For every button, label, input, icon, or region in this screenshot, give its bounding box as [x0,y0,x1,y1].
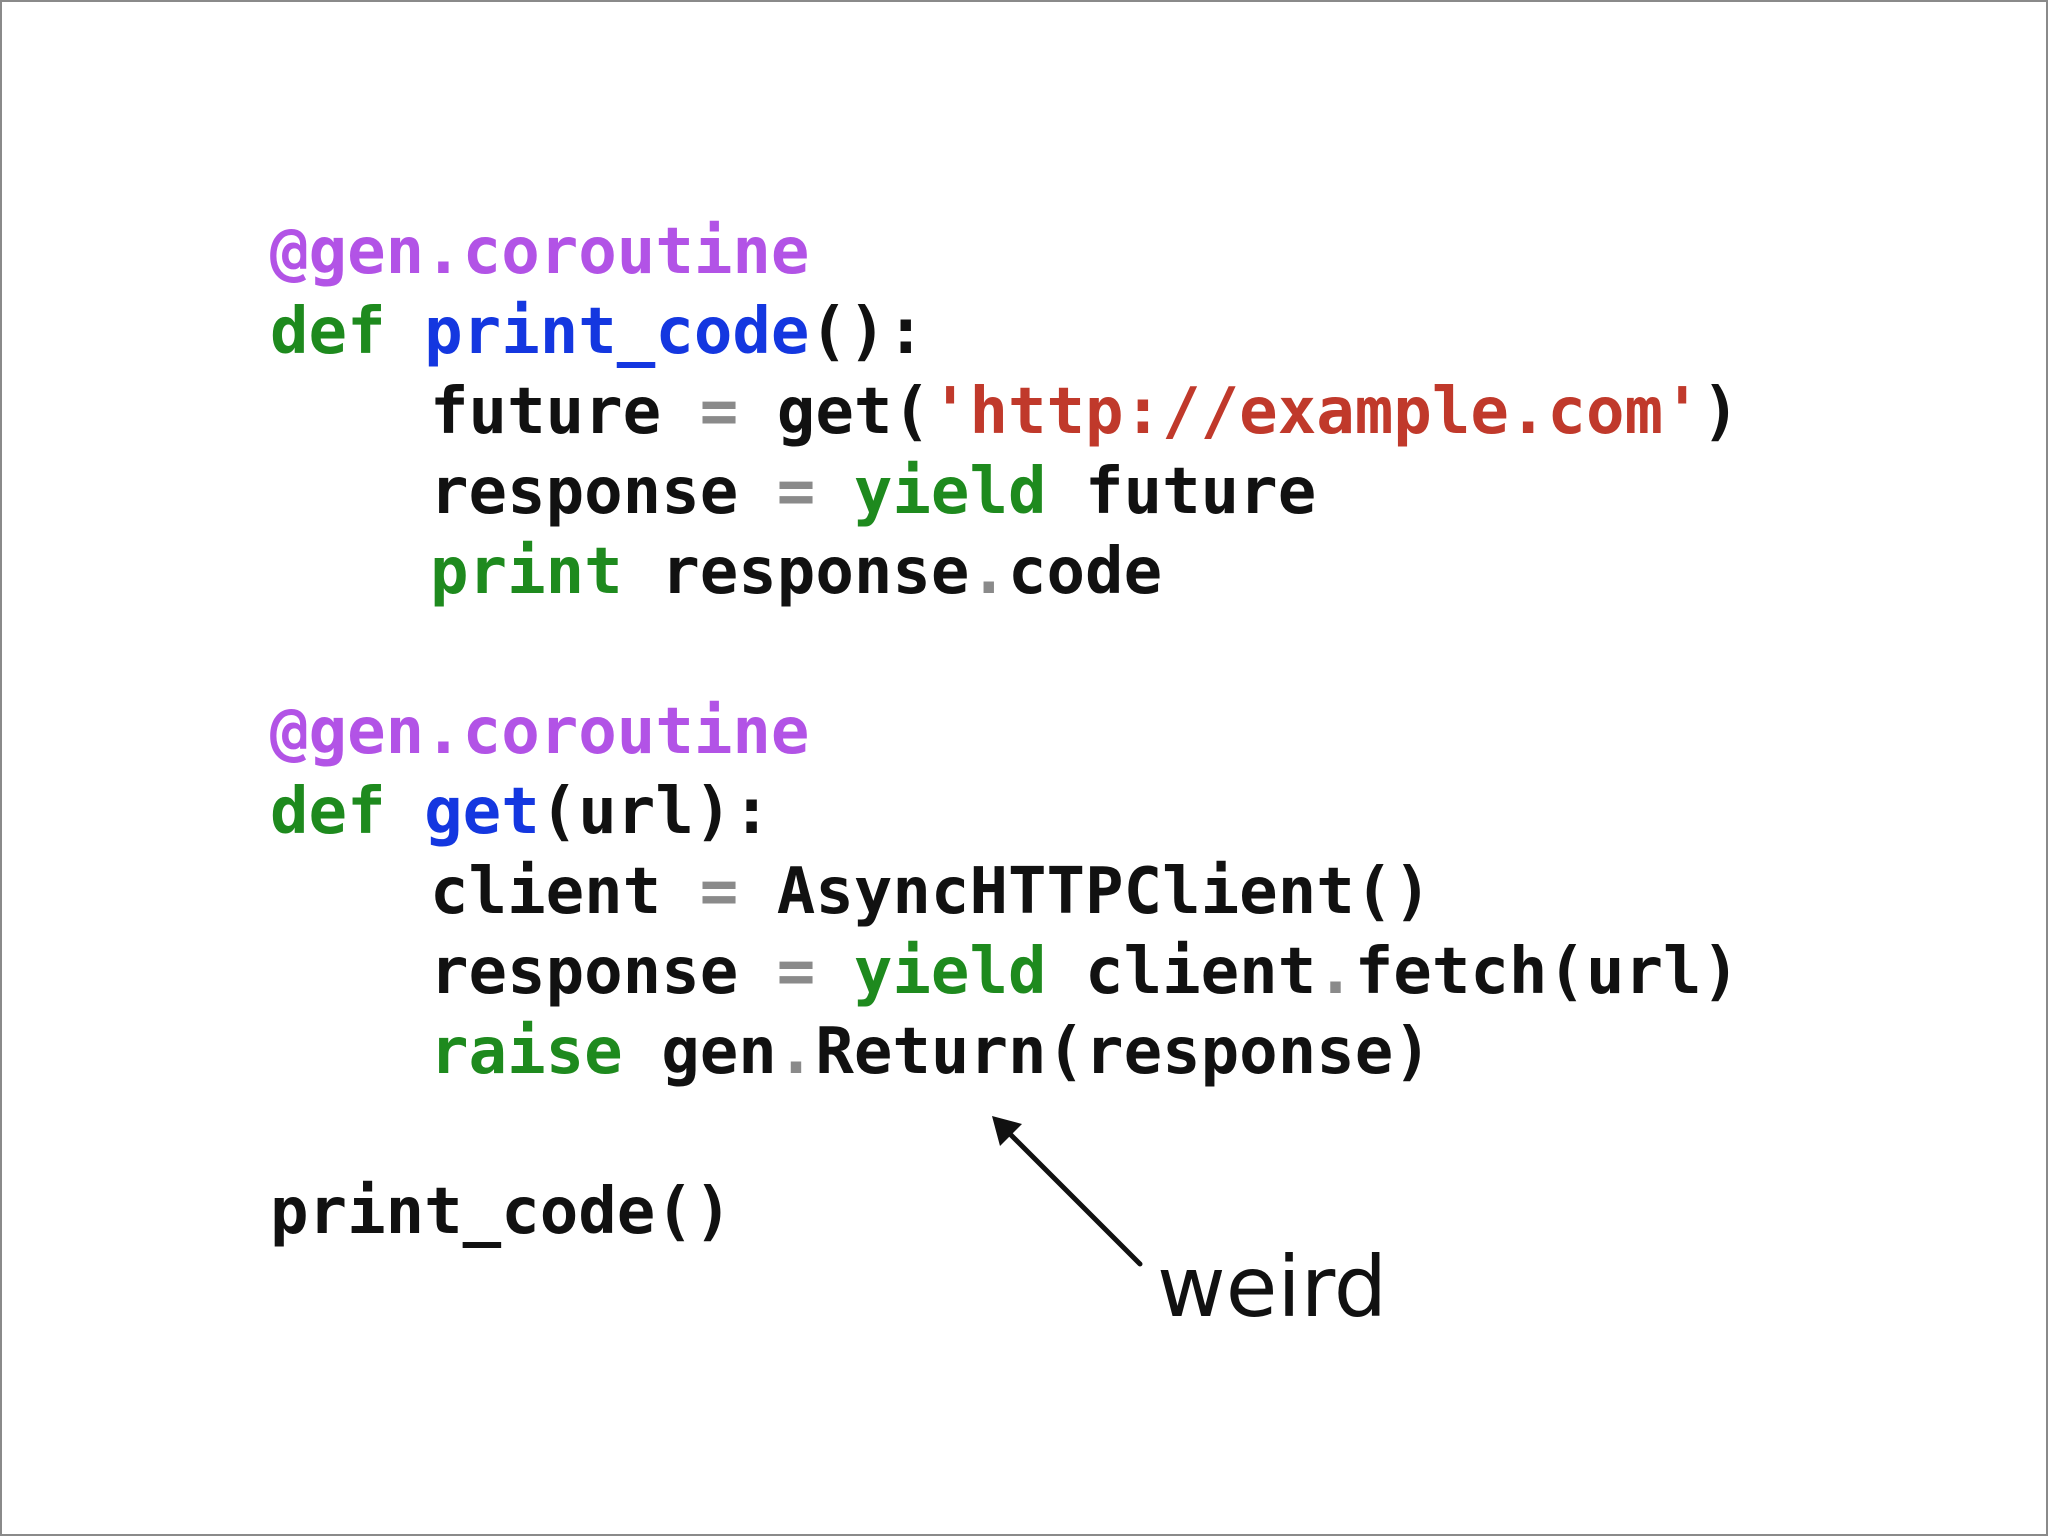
code-token-plain: Return(response) [815,1015,1432,1089]
code-line: print response.code [270,532,1740,612]
code-token-plain: future [430,375,700,449]
code-token-punct: = [776,455,816,529]
code-line: response = yield future [270,452,1740,532]
annotation-label: weird [1157,1238,1388,1336]
code-token-plain: get( [738,375,931,449]
code-token-plain: response [622,535,970,609]
code-token-plain: print_code() [270,1175,733,1249]
code-token-plain: response [430,455,777,529]
code-token-plain: gen [622,1015,777,1089]
code-token-keyword: yield [853,455,1047,529]
code-token-keyword: print [430,535,623,609]
blank-line [270,612,1740,692]
code-token-string: 'http://example.com' [930,375,1702,449]
code-token-funcname: print_code [424,295,810,369]
code-line: raise gen.Return(response) [270,1012,1740,1092]
code-line: def get(url): [270,772,1740,852]
code-token-punct: . [776,1015,816,1089]
code-line: client = AsyncHTTPClient() [270,852,1740,932]
code-line: future = get('http://example.com') [270,372,1740,452]
code-token-funcname: get [424,775,540,849]
code-token-plain: future [1046,455,1317,529]
code-token-plain: (url): [539,775,771,849]
code-token-plain: code [1007,535,1163,609]
code-token-punct: = [699,375,739,449]
code-token-punct: = [776,935,816,1009]
code-token-punct: . [1316,935,1355,1009]
code-token-plain: fetch(url) [1354,935,1741,1009]
code-token-keyword: raise [430,1015,623,1089]
code-token-keyword: yield [853,935,1047,1009]
code-token-plain [815,935,854,1009]
code-token-plain: client [1046,935,1317,1009]
code-token-punct: . [969,535,1008,609]
blank-line [270,1092,1740,1172]
code-token-keyword: def [270,295,425,369]
code-line: response = yield client.fetch(url) [270,932,1740,1012]
code-token-keyword: def [270,775,425,849]
code-token-plain: ) [1701,375,1741,449]
code-line: @gen.coroutine [270,692,1740,772]
code-line: def print_code(): [270,292,1740,372]
code-token-decorator: @gen.coroutine [270,695,810,769]
code-token-plain: response [430,935,777,1009]
code-token-plain: client [430,855,700,929]
code-token-decorator: @gen.coroutine [270,215,810,289]
code-token-punct: = [699,855,739,929]
code-token-plain: AsyncHTTPClient() [738,855,1432,929]
code-line: print_code() [270,1172,1740,1252]
code-token-plain [815,455,854,529]
code-token-plain: (): [809,295,926,369]
code-line: @gen.coroutine [270,212,1740,292]
